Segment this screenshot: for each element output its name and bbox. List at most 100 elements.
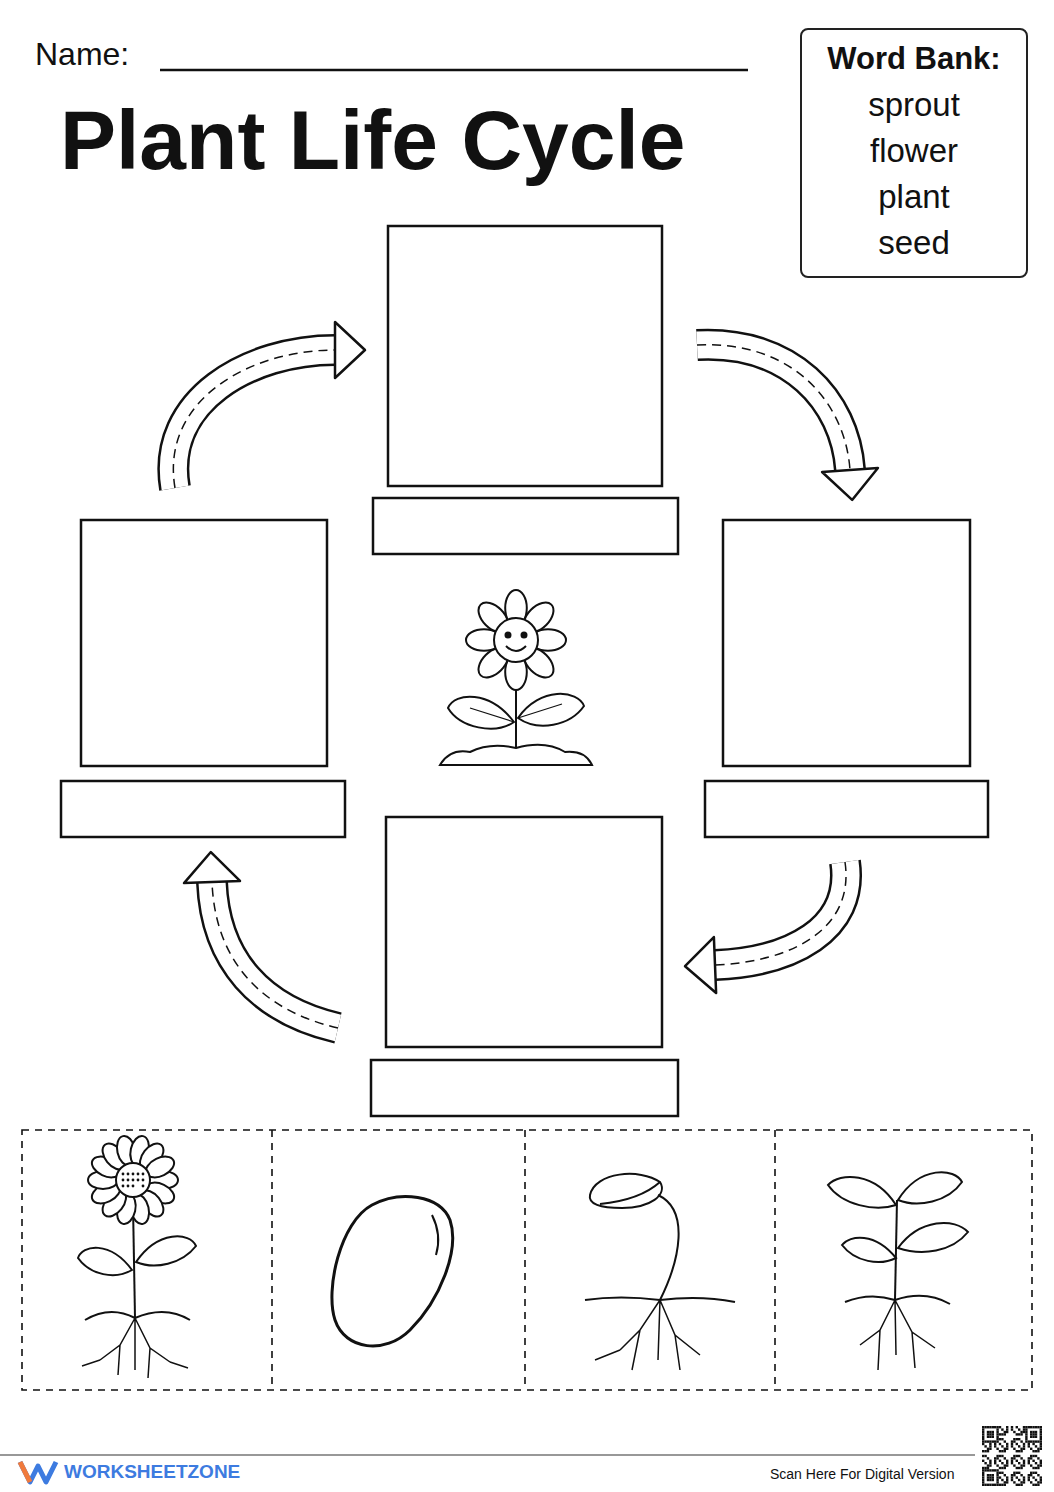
qr-module bbox=[1020, 1440, 1022, 1442]
qr-module bbox=[1016, 1450, 1018, 1452]
qr-module bbox=[1035, 1455, 1037, 1457]
qr-module bbox=[1040, 1431, 1042, 1433]
qr-module bbox=[1016, 1443, 1018, 1445]
cycle-arrow bbox=[715, 862, 846, 965]
qr-module bbox=[992, 1440, 994, 1442]
qr-module bbox=[1037, 1467, 1039, 1469]
qr-module bbox=[989, 1484, 991, 1486]
qr-module bbox=[996, 1438, 998, 1440]
worksheet-title: Plant Life Cycle bbox=[60, 92, 686, 189]
qr-module bbox=[987, 1431, 989, 1433]
qr-module bbox=[1011, 1476, 1013, 1478]
qr-module bbox=[1006, 1462, 1008, 1464]
qr-module bbox=[999, 1438, 1001, 1440]
qr-module bbox=[982, 1438, 984, 1440]
seed-dot bbox=[127, 1173, 130, 1176]
qr-module bbox=[987, 1433, 989, 1435]
cycle-arrow bbox=[697, 345, 850, 470]
answer-square bbox=[386, 817, 662, 1047]
word-bank-word: sprout bbox=[810, 82, 1018, 128]
qr-module bbox=[989, 1479, 991, 1481]
qr-module bbox=[982, 1443, 984, 1445]
qr-module bbox=[1025, 1438, 1027, 1440]
qr-module bbox=[996, 1448, 998, 1450]
qr-module bbox=[1011, 1445, 1013, 1447]
qr-module bbox=[1001, 1484, 1003, 1486]
qr-module bbox=[1023, 1476, 1025, 1478]
logo-mark bbox=[20, 1462, 56, 1482]
qr-module bbox=[1028, 1474, 1030, 1476]
seed-dot bbox=[127, 1185, 130, 1188]
qr-module bbox=[1016, 1426, 1018, 1428]
qr-module bbox=[1018, 1462, 1020, 1464]
qr-module bbox=[1016, 1472, 1018, 1474]
qr-module bbox=[1011, 1479, 1013, 1481]
qr-module bbox=[989, 1445, 991, 1447]
word-bank-heading: Word Bank: bbox=[810, 36, 1018, 82]
qr-module bbox=[999, 1443, 1001, 1445]
qr-module bbox=[1013, 1438, 1015, 1440]
qr-module bbox=[1035, 1484, 1037, 1486]
qr-module bbox=[1011, 1428, 1013, 1430]
qr-module bbox=[1025, 1436, 1027, 1438]
seed-dot bbox=[122, 1179, 125, 1182]
qr-module bbox=[1030, 1426, 1032, 1428]
qr-module bbox=[1040, 1481, 1042, 1483]
qr-module bbox=[984, 1455, 986, 1457]
qr-module bbox=[992, 1479, 994, 1481]
qr-module bbox=[1040, 1464, 1042, 1466]
name-line bbox=[160, 69, 748, 72]
qr-module bbox=[1023, 1479, 1025, 1481]
qr-module bbox=[1004, 1440, 1006, 1442]
qr-module bbox=[996, 1469, 998, 1471]
qr-module bbox=[1028, 1445, 1030, 1447]
logo-mark bbox=[20, 1462, 30, 1482]
qr-module bbox=[1020, 1433, 1022, 1435]
word-bank-word: plant bbox=[810, 174, 1018, 220]
qr-module bbox=[1035, 1431, 1037, 1433]
qr-module bbox=[984, 1467, 986, 1469]
qr-module bbox=[1040, 1479, 1042, 1481]
qr-module bbox=[1032, 1484, 1034, 1486]
qr-module bbox=[1030, 1457, 1032, 1459]
qr-module bbox=[1035, 1440, 1037, 1442]
qr-module bbox=[982, 1472, 984, 1474]
qr-module bbox=[1013, 1455, 1015, 1457]
qr-module bbox=[1004, 1448, 1006, 1450]
qr-module bbox=[1028, 1443, 1030, 1445]
qr-module bbox=[1032, 1467, 1034, 1469]
qr-module bbox=[1040, 1436, 1042, 1438]
qr-module bbox=[1001, 1455, 1003, 1457]
qr-module bbox=[1028, 1426, 1030, 1428]
qr-module bbox=[1006, 1445, 1008, 1447]
qr-module bbox=[1028, 1462, 1030, 1464]
qr-module bbox=[992, 1431, 994, 1433]
qr-module bbox=[1016, 1433, 1018, 1435]
qr-module bbox=[1023, 1443, 1025, 1445]
qr-module bbox=[1035, 1462, 1037, 1464]
qr-module bbox=[1030, 1481, 1032, 1483]
qr-module bbox=[984, 1445, 986, 1447]
qr-module bbox=[1013, 1431, 1015, 1433]
seed-dot bbox=[132, 1179, 135, 1182]
qr-module bbox=[992, 1426, 994, 1428]
qr-module bbox=[982, 1428, 984, 1430]
cycle-arrow bbox=[212, 882, 338, 1028]
qr-module bbox=[1030, 1455, 1032, 1457]
qr-module bbox=[1023, 1448, 1025, 1450]
qr-module bbox=[1025, 1431, 1027, 1433]
qr-module bbox=[1032, 1472, 1034, 1474]
qr-module bbox=[994, 1440, 996, 1442]
qr-module bbox=[987, 1467, 989, 1469]
qr-module bbox=[1040, 1433, 1042, 1435]
qr-module bbox=[1030, 1474, 1032, 1476]
qr-module bbox=[1011, 1474, 1013, 1476]
qr-module bbox=[994, 1460, 996, 1462]
qr-module bbox=[996, 1428, 998, 1430]
qr-module bbox=[1020, 1467, 1022, 1469]
qr-caption: Scan Here For Digital Version bbox=[770, 1466, 954, 1482]
qr-module bbox=[989, 1436, 991, 1438]
qr-module bbox=[1020, 1474, 1022, 1476]
qr-module bbox=[1020, 1464, 1022, 1466]
qr-module bbox=[1006, 1448, 1008, 1450]
